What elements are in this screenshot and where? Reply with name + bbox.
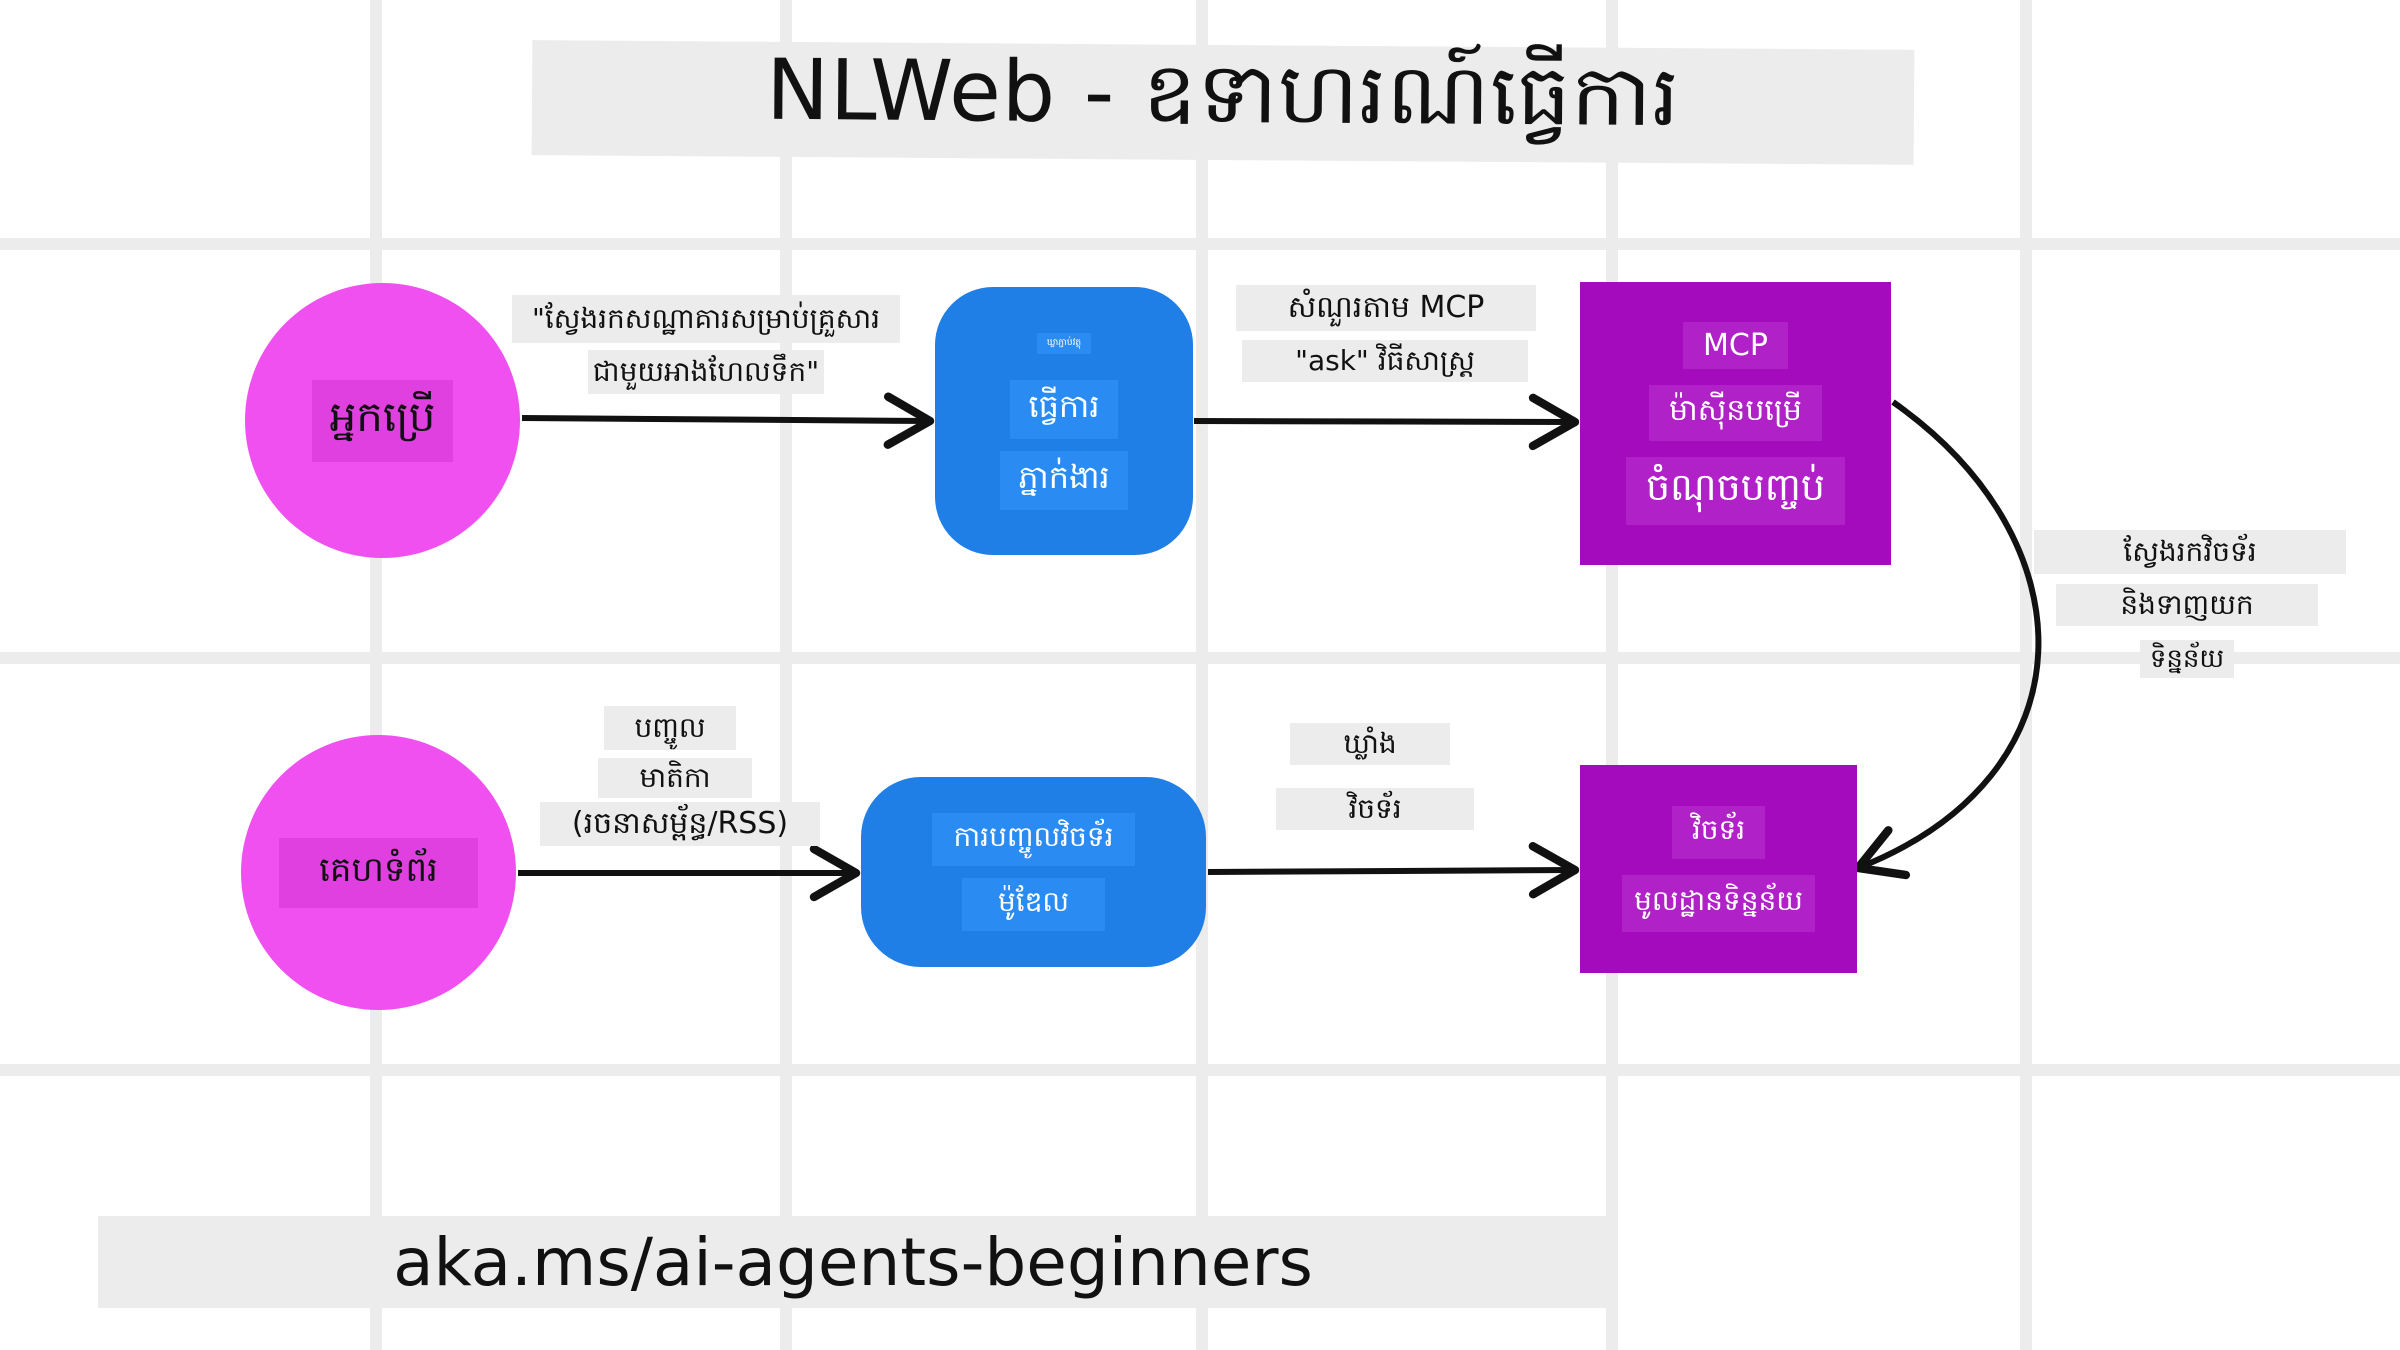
search-label-line1: ស្វែងរកវិចទ័រ: [2034, 530, 2346, 574]
mcp-server-box: MCP ម៉ាស៊ីនបម្រើ ចំណុចបញ្ចប់: [1580, 282, 1891, 565]
user-node: អ្នកប្រើ: [245, 283, 520, 558]
website-node: គេហទំព័រ: [241, 735, 516, 1010]
grid-line: [0, 1064, 2400, 1076]
grid-line: [0, 238, 2400, 250]
search-label-line2: និងទាញយក: [2056, 584, 2318, 626]
ingest-label-line1: បញ្ចូល: [604, 706, 736, 750]
store-label-line2: វិចទ័រ: [1276, 788, 1474, 830]
query-label-line1: "ស្វែងរកសណ្ឋាគារសម្រាប់គ្រួសារ: [512, 295, 900, 343]
agent-box-line1: ធ្វើការ: [1010, 379, 1118, 439]
mcp-box-line1: MCP: [1683, 322, 1788, 369]
arrow-mcp-to-db: [1853, 399, 2042, 880]
user-node-label: អ្នកប្រើ: [311, 379, 454, 462]
store-label-line1: ឃ្លាំង: [1290, 723, 1450, 765]
query-label-line2: ជាមួយអាងហែលទឹក": [588, 350, 824, 394]
footer-url-banner: aka.ms/ai-agents-beginners: [98, 1216, 1608, 1308]
grid-line: [2020, 0, 2032, 1350]
arrow-user-to-agent: [521, 392, 935, 449]
vector-database-box: វិចទ័រ មូលដ្ឋានទិន្នន័យ: [1580, 765, 1857, 973]
embedding-model-box: ការបញ្ចូលវិចទ័រ ម៉ូឌែល: [861, 777, 1206, 967]
grid-line: [1196, 0, 1208, 1350]
arrow-embed-to-db: [1207, 842, 1580, 899]
agent-box-line2: ភ្នាក់ងារ: [1000, 450, 1128, 510]
mcp-box-line2: ម៉ាស៊ីនបម្រើ: [1649, 385, 1822, 441]
mcp-box-line3: ចំណុចបញ្ចប់: [1625, 457, 1846, 525]
grid-line: [0, 652, 2400, 664]
mcp-query-label-line2: "ask" វិធីសាស្ត្រ: [1242, 340, 1528, 382]
mcp-query-label-line1: សំណួរតាម MCP: [1236, 285, 1536, 331]
db-box-line2: មូលដ្ឋានទិន្នន័យ: [1622, 875, 1815, 932]
ingest-label-line2: មាតិកា: [598, 758, 752, 798]
embedding-box-line2: ម៉ូឌែល: [961, 878, 1106, 931]
agent-box-tiny-text: ឃ្លាភ្ជាប់វត្ថុ: [1036, 332, 1092, 354]
ingest-label-line3: (រចនាសម្ព័ន្ធ/RSS): [540, 802, 820, 846]
agent-box: ឃ្លាភ្ជាប់វត្ថុ ធ្វើការ ភ្នាក់ងារ: [935, 287, 1193, 555]
website-node-label: គេហទំព័រ: [279, 837, 478, 908]
arrow-agent-to-mcp: [1193, 393, 1580, 451]
embedding-box-line1: ការបញ្ចូលវិចទ័រ: [931, 813, 1136, 866]
db-box-line1: វិចទ័រ: [1671, 806, 1766, 859]
search-label-line3: ទិន្នន័យ: [2140, 640, 2234, 678]
footer-url: aka.ms/ai-agents-beginners: [393, 1223, 1313, 1301]
